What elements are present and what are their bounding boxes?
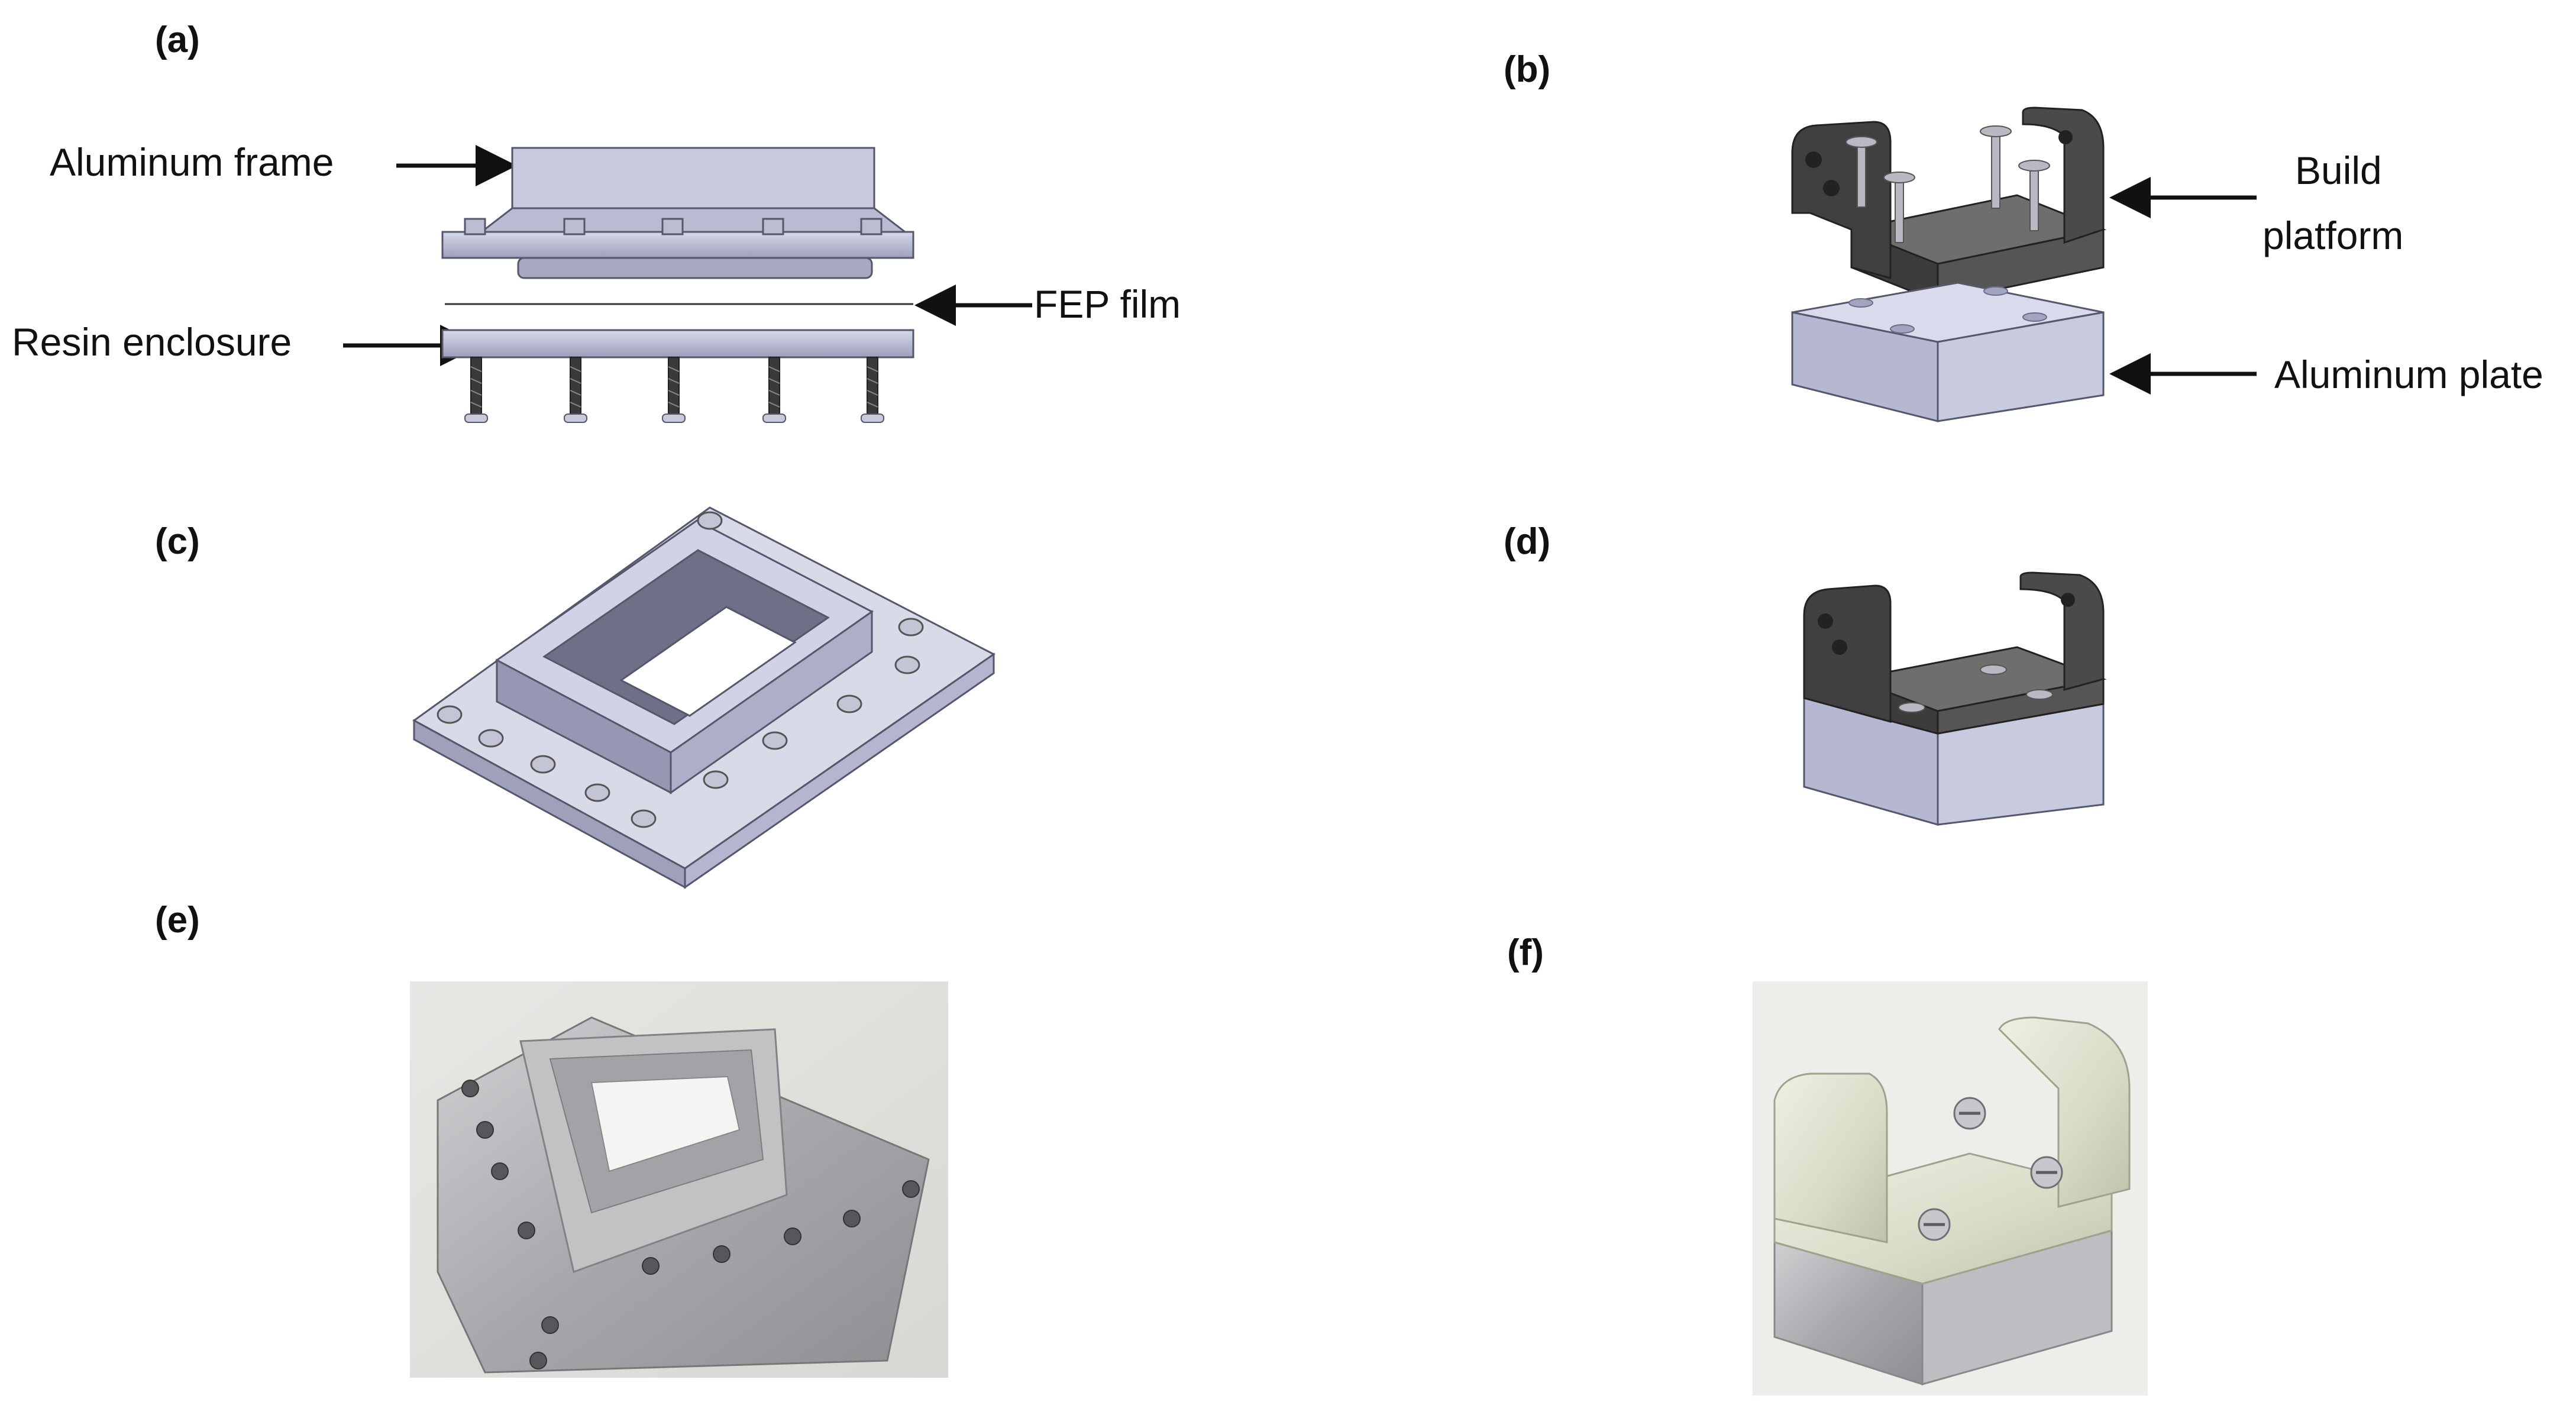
build-platform-hole-1	[1805, 151, 1822, 168]
panel-label-b: (b)	[1504, 49, 1551, 90]
photo-f-left-wall	[1773, 1072, 1888, 1243]
photo-f-screw-slots	[1924, 1112, 2057, 1226]
aluminum-frame-boss	[517, 257, 873, 279]
assembled-left-wall	[1803, 584, 1892, 723]
panel-label-d: (d)	[1504, 521, 1551, 562]
assembled-platform-right	[1937, 678, 2105, 735]
build-platform-hole-3	[2058, 130, 2073, 144]
build-platform-left-wall	[1791, 121, 1892, 279]
panel-d-drawing	[1803, 571, 2107, 826]
vat-frame-right	[670, 610, 873, 794]
assembled-screw-heads	[1898, 664, 2053, 713]
photo-f	[1753, 981, 2148, 1395]
build-platform-right-wall	[2022, 106, 2105, 244]
assembled-hole-3	[2061, 593, 2075, 607]
vat-base-right	[684, 652, 995, 889]
resin-enclosure-screws	[464, 357, 884, 423]
photo-f-right-wall	[1998, 1016, 2131, 1208]
aluminum-plate-holes	[1848, 286, 2047, 334]
callout-aluminum-frame: Aluminum frame	[50, 140, 334, 184]
assembled-hole-2	[1832, 639, 1847, 655]
assembled-right-wall	[2019, 571, 2105, 691]
callout-build-platform-line2: platform	[2263, 214, 2404, 257]
panel-c-drawing	[412, 506, 996, 889]
vat-bolts	[437, 511, 924, 828]
vat-cavity-window	[619, 606, 797, 717]
callout-resin-enclosure: Resin enclosure	[12, 320, 292, 364]
aluminum-frame-chamfer	[479, 207, 908, 233]
panel-label-f: (f)	[1507, 932, 1544, 973]
build-platform-screws	[1845, 125, 2050, 243]
panel-label-c: (c)	[155, 521, 200, 562]
panel-label-a: (a)	[155, 20, 200, 60]
resin-enclosure-plate	[441, 329, 914, 358]
aluminum-plate-right	[1937, 311, 2105, 422]
panel-b-drawing	[1791, 106, 2257, 422]
aluminum-frame-upper-wall	[511, 147, 875, 209]
photo-e	[410, 981, 948, 1378]
frame-nuts	[464, 218, 883, 235]
photo-e-window	[590, 1075, 741, 1172]
photo-e-bolts	[461, 1080, 920, 1369]
panel-label-e: (e)	[155, 900, 200, 941]
assembled-hole-1	[1818, 613, 1833, 629]
callout-fep-film: FEP film	[1034, 282, 1181, 326]
aluminum-frame-flange	[441, 231, 914, 259]
build-platform-hole-2	[1823, 180, 1840, 196]
callout-aluminum-plate: Aluminum plate	[2274, 353, 2543, 396]
panel-a-drawing	[343, 145, 1032, 423]
callout-build-platform-line1: Build	[2295, 148, 2382, 192]
